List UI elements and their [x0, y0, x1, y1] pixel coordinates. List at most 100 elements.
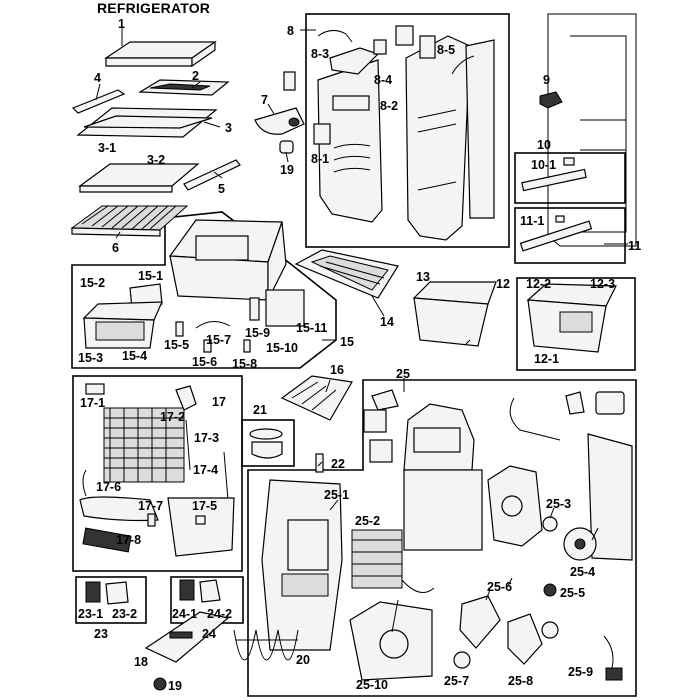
label-17: 17	[212, 395, 226, 409]
label-23: 23	[94, 627, 108, 641]
part-17-3-line	[185, 419, 191, 471]
part-25-fan-shroud	[487, 465, 543, 547]
label-8-5: 8-5	[437, 43, 455, 57]
part-17-2-bracket	[175, 385, 197, 411]
label-8-4: 8-4	[374, 73, 392, 87]
label-15-6: 15-6	[192, 355, 217, 369]
label-17-8: 17-8	[116, 533, 141, 547]
part-15-6-sensor	[203, 339, 212, 353]
label-17-7: 17-7	[138, 499, 163, 513]
part-8-2-ice-chute	[317, 59, 383, 223]
label-15-7: 15-7	[206, 333, 231, 347]
part-15-9-bracket	[249, 297, 260, 321]
part-7-knob	[288, 117, 300, 127]
label-11: 11	[628, 239, 641, 253]
part-25-9-wire	[603, 635, 614, 669]
part-24-2-board	[199, 579, 221, 603]
label-25-9: 25-9	[568, 665, 593, 679]
label-24: 24	[202, 627, 216, 641]
part-17-5-clip	[195, 515, 206, 525]
part-8-info-tag	[283, 71, 296, 91]
part-2-shelf-frame	[137, 79, 230, 96]
label-8: 8	[287, 24, 294, 38]
part-5-trim	[183, 159, 241, 191]
label-20: 20	[296, 653, 310, 667]
label-15-3: 15-3	[78, 351, 103, 365]
part-25-4-fan	[563, 527, 597, 561]
label-11-1: 11-1	[520, 214, 544, 228]
part-11-1-clip	[555, 215, 565, 223]
label-25-7: 25-7	[444, 674, 469, 688]
label-17-3: 17-3	[194, 431, 219, 445]
part-25-switch-a	[565, 391, 585, 415]
label-13: 13	[416, 270, 430, 284]
label-10: 10	[537, 138, 551, 152]
group-box-12	[516, 277, 636, 371]
part-8-4-bracket	[329, 39, 387, 75]
label-21: 21	[253, 403, 267, 417]
part-4-trim	[71, 89, 126, 114]
label-23-1: 23-1	[78, 607, 103, 621]
part-labels: 1 2 3 3-1 3-2 4 5 6 7 19 8 8-1 8-2 8-3 8…	[78, 17, 641, 693]
part-6-wire-rack	[70, 205, 189, 237]
label-5: 5	[218, 182, 225, 196]
label-25-8: 25-8	[508, 674, 533, 688]
door-liner-outline	[547, 13, 637, 247]
part-25-ice-maker	[403, 403, 483, 551]
part-23-2-board	[105, 581, 129, 605]
part-17-6-tube	[82, 469, 87, 497]
label-25-1: 25-1	[324, 488, 349, 502]
group-box-21	[241, 419, 295, 467]
part-19-cap	[279, 140, 294, 154]
group-box-11	[514, 207, 626, 264]
part-15-drawer-housing	[168, 219, 287, 301]
label-15-4: 15-4	[122, 349, 147, 363]
part-1-shelf-cover	[104, 40, 217, 68]
part-23-1-module	[85, 581, 101, 603]
label-12-1: 12-1	[534, 352, 559, 366]
label-24-2: 24-2	[207, 607, 232, 621]
label-3: 3	[225, 121, 232, 135]
label-17-2: 17-2	[160, 410, 185, 424]
part-19-screw	[153, 677, 167, 691]
part-25-3-grommet	[542, 516, 558, 532]
label-15-9: 15-9	[245, 326, 270, 340]
label-8-2: 8-2	[380, 99, 398, 113]
part-17-1-clip	[85, 383, 105, 395]
label-15-11: 15-11	[296, 321, 327, 335]
label-3-2: 3-2	[147, 153, 165, 167]
part-25-6-motor	[459, 595, 501, 649]
label-15-8: 15-8	[232, 357, 257, 371]
group-box-15	[71, 211, 337, 369]
label-23-2: 23-2	[112, 607, 137, 621]
label-19-bottom: 19	[168, 679, 182, 693]
group-box-10	[514, 152, 626, 204]
part-17-evaporator	[103, 407, 185, 483]
part-25-2-heater	[351, 529, 435, 593]
label-25-10: 25-10	[356, 678, 388, 692]
part-8-1-label	[313, 123, 331, 145]
part-17-4-line	[223, 451, 229, 501]
part-25-harness	[509, 397, 561, 441]
part-13-drawer	[412, 281, 497, 347]
part-15-2-drawer	[82, 301, 163, 349]
part-8-3-harness	[317, 30, 353, 43]
label-18: 18	[134, 655, 148, 669]
label-9: 9	[543, 73, 550, 87]
part-8-2-dispenser-panel	[395, 25, 471, 241]
part-9-light-switch	[539, 91, 563, 109]
part-25-10-cover	[349, 601, 433, 681]
part-25-9-connector	[605, 667, 623, 681]
label-24-1: 24-1	[172, 607, 197, 621]
label-2: 2	[192, 69, 199, 83]
part-7-dispenser-cover	[254, 107, 305, 135]
part-18-panel	[144, 611, 230, 663]
part-17-7-clip	[147, 513, 156, 527]
label-22: 22	[331, 457, 345, 471]
part-15-10-mount	[265, 289, 305, 327]
part-11-1-rail	[519, 220, 593, 252]
label-17-5: 17-5	[192, 499, 217, 513]
label-7: 7	[261, 93, 268, 107]
label-25-2: 25-2	[355, 514, 380, 528]
